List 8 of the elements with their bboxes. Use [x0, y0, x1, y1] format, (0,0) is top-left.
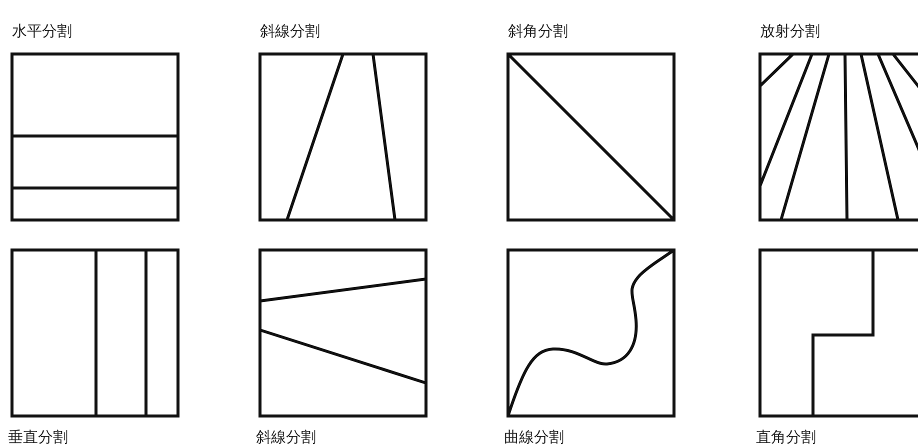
- panel-label: 水平分割: [12, 22, 72, 40]
- panel-label: 斜線分割: [260, 22, 320, 40]
- panel-label: 放射分割: [760, 22, 820, 40]
- panel-label: 垂直分割: [8, 428, 68, 446]
- panel-label: 斜角分割: [508, 22, 568, 40]
- panel-label: 曲線分割: [504, 428, 564, 446]
- panel-label: 直角分割: [756, 428, 816, 446]
- panel-label: 斜線分割: [256, 428, 316, 446]
